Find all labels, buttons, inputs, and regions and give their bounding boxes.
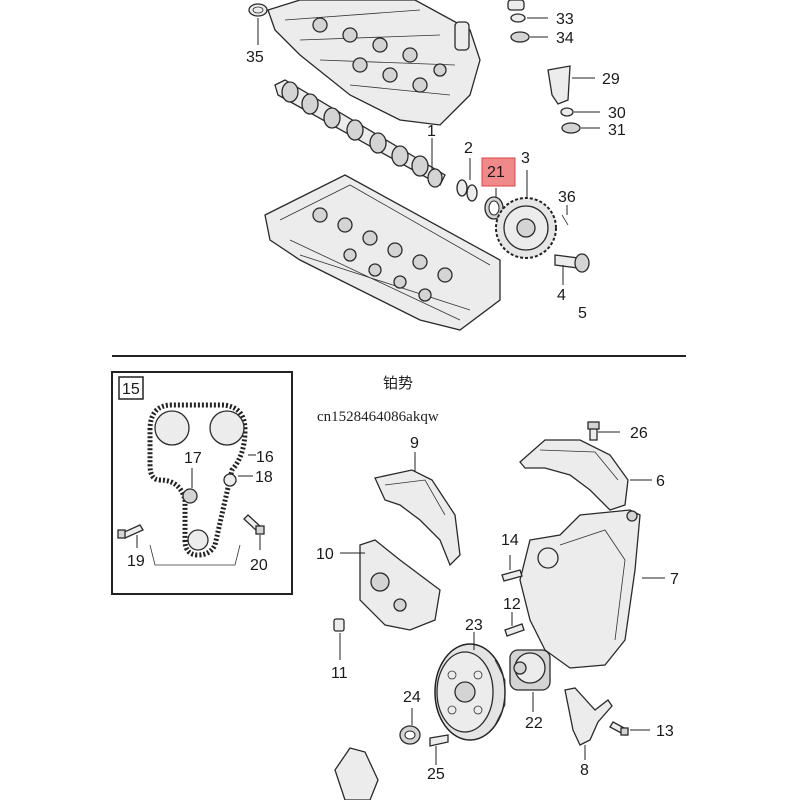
belt-guide-part-8 — [564, 687, 613, 746]
o-rings-part-2 — [456, 179, 478, 202]
callout-12: 12 — [503, 596, 521, 613]
callout-7: 7 — [670, 571, 679, 588]
bolt-part-19 — [117, 524, 144, 539]
callout-10: 10 — [316, 546, 334, 563]
callout-29: 29 — [602, 71, 620, 88]
callout-31: 31 — [608, 122, 626, 139]
timing-cover-part-9 — [374, 469, 461, 567]
callout-25: 25 — [427, 766, 445, 783]
callout-16: 16 — [256, 449, 274, 466]
callout-8: 8 — [580, 762, 589, 779]
callout-17: 17 — [184, 450, 202, 467]
bolt-part-4 — [554, 253, 590, 273]
timing-cover-part-6 — [519, 439, 629, 511]
timing-belt — [147, 402, 248, 558]
watermark-id: cn1528464086akqw — [317, 409, 439, 425]
cylinder-head — [264, 174, 501, 331]
callout-13: 13 — [656, 723, 674, 740]
callout-30: 30 — [608, 105, 626, 122]
callout-22: 22 — [525, 715, 543, 732]
timing-belt-inset — [111, 371, 293, 595]
washer-part-24 — [399, 725, 421, 745]
partial-part-bottom — [334, 747, 379, 800]
watermark-chinese: 铂势 — [383, 374, 413, 392]
callout-11: 11 — [331, 665, 348, 682]
callout-34: 34 — [556, 30, 574, 47]
camshaft — [274, 79, 446, 188]
callout-36: 36 — [558, 189, 576, 206]
callout-20: 20 — [250, 557, 268, 574]
callout-14: 14 — [501, 532, 519, 549]
crankshaft-gear — [509, 649, 551, 691]
callout-5: 5 — [578, 305, 587, 322]
crankshaft-pulley — [434, 643, 506, 741]
highlight-box-21 — [481, 157, 516, 187]
callout-2: 2 — [464, 140, 473, 157]
bolt-part-12 — [504, 623, 525, 637]
bolt-part-13 — [609, 721, 629, 736]
callout-1: 1 — [427, 123, 436, 140]
inset-number-box — [118, 376, 144, 400]
callout-26: 26 — [630, 425, 648, 442]
valve-cover — [267, 0, 481, 126]
callout-21: 21 — [487, 164, 505, 181]
bolt-part-20 — [243, 514, 265, 535]
seal-part-21 — [484, 196, 504, 220]
camshaft-gear — [495, 197, 557, 259]
small-parts-topright — [507, 0, 581, 134]
callout-6: 6 — [656, 473, 665, 490]
callout-15: 15 — [122, 381, 140, 398]
callout-4: 4 — [557, 287, 566, 304]
callout-18: 18 — [255, 469, 273, 486]
timing-cover-part-7 — [519, 509, 641, 669]
bolt-part-11 — [333, 618, 345, 632]
callout-33: 33 — [556, 11, 574, 28]
ring-part-35 — [248, 3, 268, 17]
callout-24: 24 — [403, 689, 421, 706]
callout-19: 19 — [127, 553, 145, 570]
timing-cover-part-10 — [359, 539, 441, 631]
callout-9: 9 — [410, 435, 419, 452]
bolt-part-25 — [429, 734, 449, 747]
bolt-part-26 — [587, 421, 600, 441]
bolt-part-14 — [501, 569, 523, 582]
callout-3: 3 — [521, 150, 530, 167]
callout-23: 23 — [465, 617, 483, 634]
callout-35: 35 — [246, 49, 264, 66]
